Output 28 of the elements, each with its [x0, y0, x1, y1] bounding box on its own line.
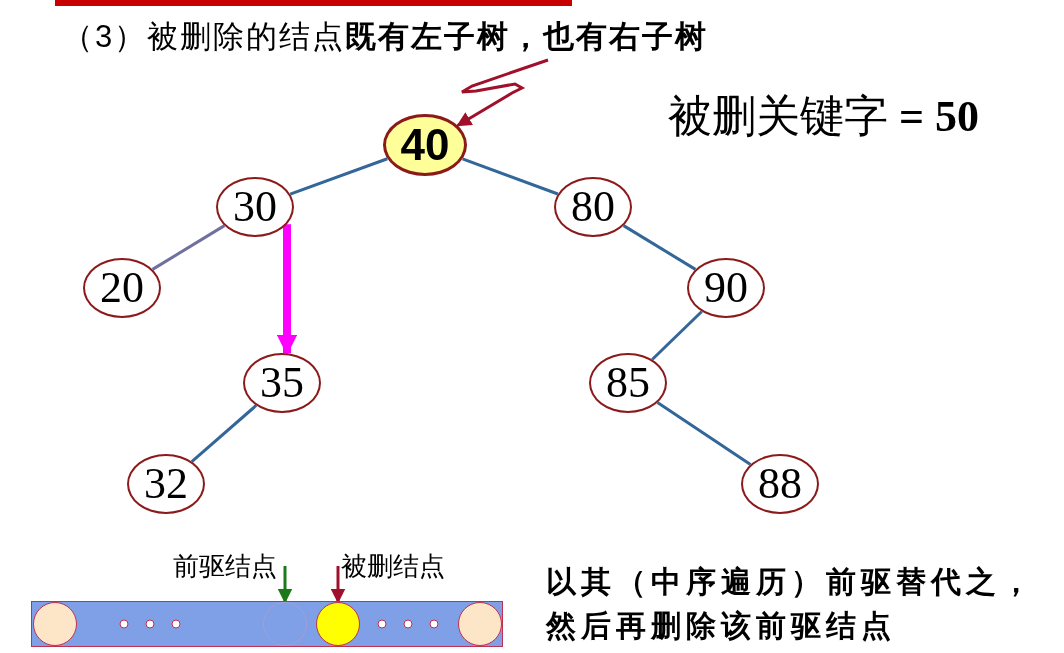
node-label: 35	[260, 361, 304, 405]
node-label: 90	[704, 266, 748, 310]
node-label: 30	[233, 185, 277, 229]
node-label: 20	[100, 266, 144, 310]
tree-branch-line	[651, 310, 703, 361]
arrow	[456, 58, 549, 127]
replacement-note: 以其（中序遍历）前驱替代之，然后再删除该前驱结点	[546, 564, 1037, 644]
deleted-key-note: 被删关键字 = 50	[668, 91, 980, 143]
node-label: 80	[571, 185, 615, 229]
heading: （3）被删除的结点既有左子树，也有右子树	[62, 18, 709, 56]
arrow	[277, 566, 293, 604]
highlighted-node-ellipse	[383, 114, 467, 176]
tree-branch-line	[190, 404, 258, 463]
node-label: 32	[144, 462, 188, 506]
node-label: 88	[758, 462, 802, 506]
tree-branch-line	[656, 401, 752, 466]
node-label: 前驱结点	[173, 553, 277, 579]
arrow	[276, 224, 298, 356]
node-label: 被删结点	[341, 553, 445, 579]
node-label: 40	[400, 123, 450, 167]
tree-branch-line	[462, 157, 559, 196]
tree-node-ellipse	[589, 353, 667, 413]
tree-branch-line	[622, 224, 697, 271]
tree-branch-line	[151, 224, 226, 271]
node-label: 85	[606, 361, 650, 405]
sequence-bar	[32, 602, 502, 646]
tree-branch-line	[289, 157, 388, 196]
arrow	[330, 566, 346, 604]
